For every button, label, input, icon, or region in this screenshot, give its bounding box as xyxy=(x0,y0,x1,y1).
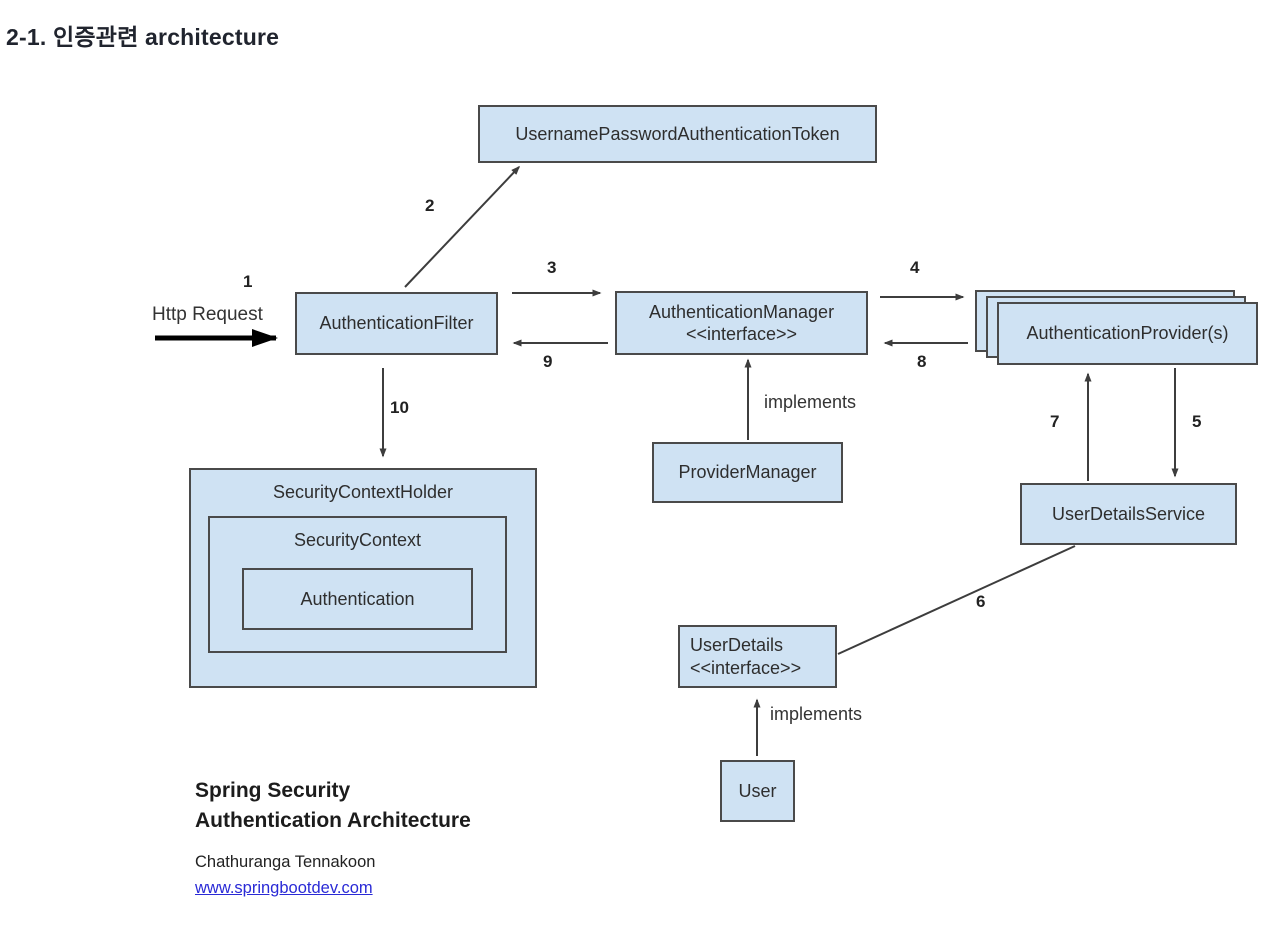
box-security-context: SecurityContext Authentication xyxy=(208,516,507,653)
box-label-line1: AuthenticationManager xyxy=(648,301,835,322)
footer-title-line1: Spring Security xyxy=(195,779,351,802)
page-title: 2-1. 인증관련 architecture xyxy=(6,24,280,50)
arrow-2-filter-to-token xyxy=(404,165,521,288)
box-label-line2: <<interface>> xyxy=(685,324,798,344)
edge-label-8: 8 xyxy=(917,352,927,371)
box-authentication-filter: AuthenticationFilter xyxy=(295,292,498,355)
box-label-line1: UserDetails xyxy=(690,635,784,655)
implements-label-provider-manager: implements xyxy=(764,392,857,412)
box-label: User xyxy=(738,780,777,801)
footer-title: Spring Security Authentication Architect… xyxy=(195,776,471,836)
footer-author: Chathuranga Tennakoon xyxy=(195,853,376,871)
edge-label-7: 7 xyxy=(1050,412,1060,431)
edge-label-9: 9 xyxy=(543,352,553,371)
box-username-password-authentication-token: UsernamePasswordAuthenticationToken xyxy=(478,105,877,163)
footer-title-line2: Authentication Architecture xyxy=(195,808,471,832)
box-label: UserDetailsService xyxy=(1051,503,1206,524)
edge-label-10: 10 xyxy=(390,398,409,417)
footer-website-link[interactable]: www.springbootdev.com xyxy=(195,879,373,897)
implements-label-user: implements xyxy=(770,704,863,724)
http-request-label: Http Request xyxy=(152,304,263,325)
box-label: ProviderManager xyxy=(678,462,817,483)
box-label: AuthenticationProvider(s) xyxy=(1026,323,1229,344)
edge-label-3: 3 xyxy=(547,258,557,277)
box-label-line2: <<interface>> xyxy=(690,657,802,678)
box-label: AuthenticationFilter xyxy=(319,313,474,334)
box-authentication-manager: AuthenticationManager <<interface>> xyxy=(615,291,868,355)
box-authentication-providers: AuthenticationProvider(s) xyxy=(997,302,1258,365)
edge-label-2: 2 xyxy=(425,196,435,215)
box-label: SecurityContextHolder xyxy=(272,482,454,502)
box-security-context-holder: SecurityContextHolder SecurityContext Au… xyxy=(189,468,537,688)
box-user-details-service: UserDetailsService xyxy=(1020,483,1237,545)
box-provider-manager: ProviderManager xyxy=(652,442,843,503)
edge-label-5: 5 xyxy=(1192,412,1202,431)
box-label: SecurityContext xyxy=(293,530,422,550)
edge-label-6: 6 xyxy=(976,592,986,611)
edge-label-1: 1 xyxy=(243,272,253,291)
box-authentication: Authentication xyxy=(242,568,473,630)
box-label: UserDetails <<interface>> xyxy=(690,634,801,679)
box-label: UsernamePasswordAuthenticationToken xyxy=(515,123,840,144)
box-user: User xyxy=(720,760,795,822)
line-6-userdetails-to-uds xyxy=(837,545,1076,655)
edge-label-4: 4 xyxy=(910,258,920,277)
box-label: AuthenticationManager <<interface>> xyxy=(649,301,834,346)
box-user-details: UserDetails <<interface>> xyxy=(678,625,837,688)
box-label: Authentication xyxy=(300,588,415,609)
